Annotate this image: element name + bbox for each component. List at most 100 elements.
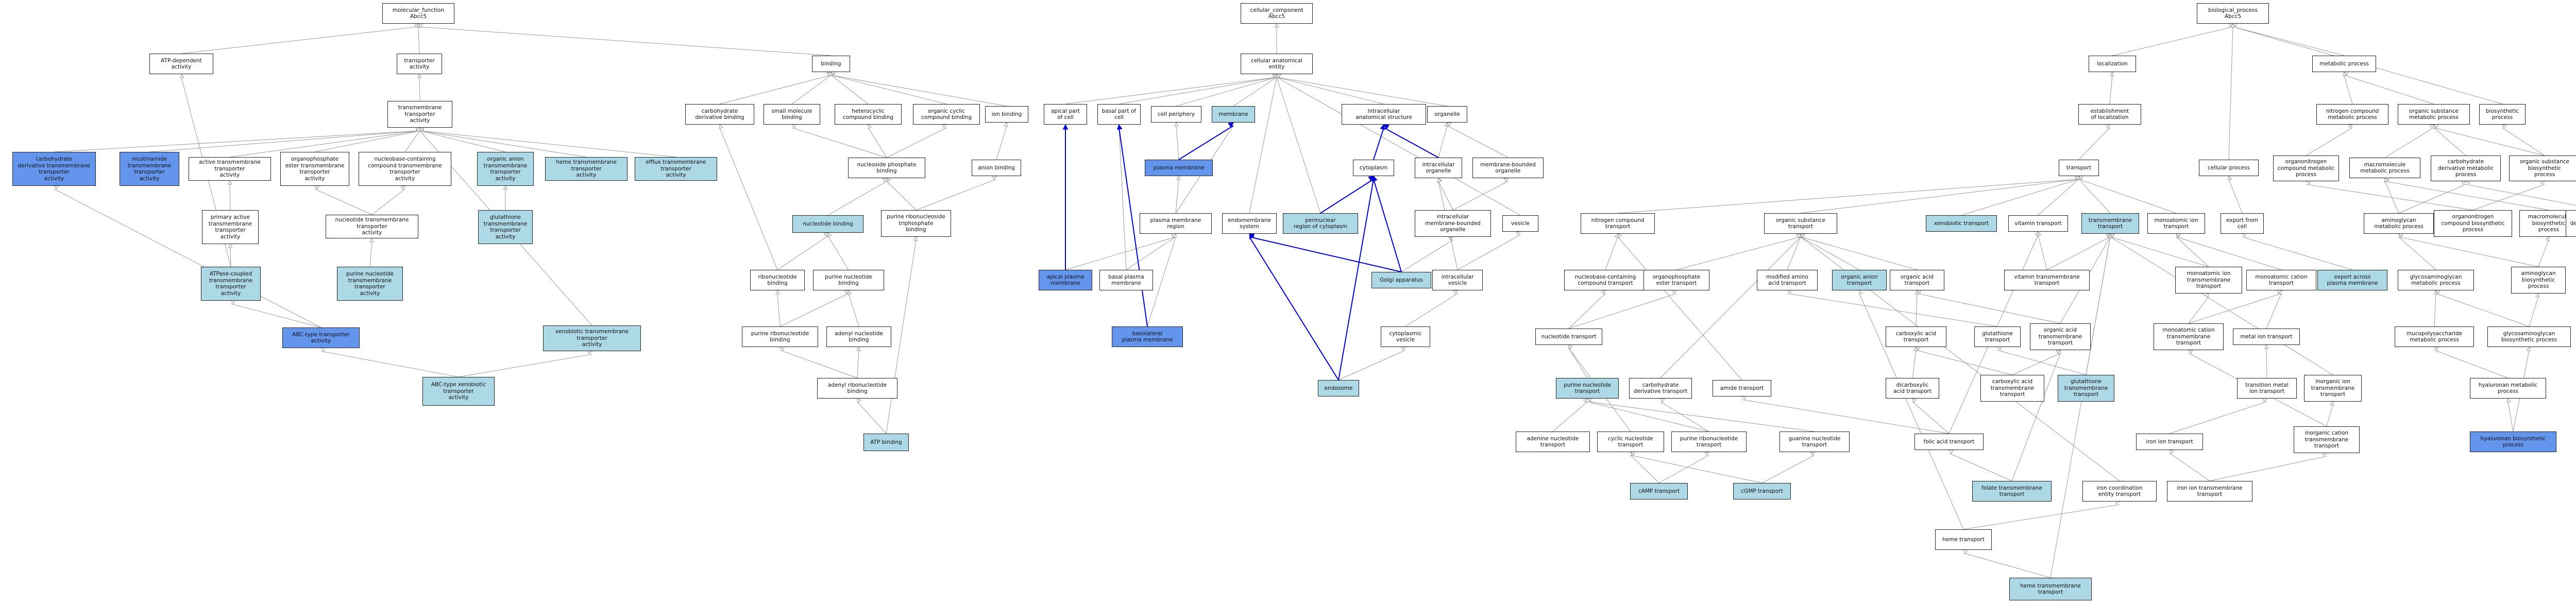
node-membrane-bounded-organelle[interactable]: membrane-bounded organelle [1472, 158, 1544, 178]
node-organonitrogen-compound-metabolic-process[interactable]: organonitrogen compound metabolic proces… [2273, 156, 2339, 181]
node-carboxylic-acid-transmembrane-transport[interactable]: carboxylic acid transmembrane transport [1980, 375, 2044, 402]
node-glutathione-transmembrane-transport[interactable]: glutathione transmembrane transport [2058, 375, 2114, 402]
node-transporter-activity[interactable]: transporter activity [397, 54, 442, 74]
node-establishment-of-localization[interactable]: establishment of localization [2078, 104, 2141, 125]
node-molecular-function-root[interactable]: molecular_function Abcc5 [382, 3, 454, 24]
node-xenobiotic-tm-transporter-activity[interactable]: xenobiotic transmembrane transporter act… [543, 325, 641, 351]
node-nitrogen-compound-metabolic-process[interactable]: nitrogen compound metabolic process [2316, 104, 2388, 125]
node-cyclic-nucleotide-transport[interactable]: cyclic nucleotide transport [1597, 432, 1664, 452]
node-cytoplasm[interactable]: cytoplasm [1353, 160, 1394, 176]
node-transmembrane-transport[interactable]: transmembrane transport [2081, 213, 2139, 234]
node-organic-acid-transport[interactable]: organic acid transport [1890, 270, 1944, 290]
node-nucleobase-containing-tm-transporter-activity[interactable]: nucleobase-containing compound transmemb… [359, 152, 451, 186]
node-cellular-process[interactable]: cellular process [2199, 160, 2259, 176]
node-cellular-anatomical-entity[interactable]: cellular anatomical entity [1241, 54, 1313, 74]
node-perinuclear-region-of-cytoplasm[interactable]: perinuclear region of cytoplasm [1283, 213, 1358, 234]
node-endomembrane-system[interactable]: endomembrane system [1222, 213, 1277, 234]
node-golgi-apparatus[interactable]: Golgi apparatus [1371, 272, 1431, 288]
node-plasma-membrane-region[interactable]: plasma membrane region [1140, 213, 1212, 234]
node-organophosphate-ester-tm-transporter-activity[interactable]: organophosphate ester transmembrane tran… [280, 152, 349, 186]
node-mucopolysaccharide-metabolic-process[interactable]: mucopolysaccharide metabolic process [2395, 326, 2474, 347]
node-membrane[interactable]: membrane [1212, 106, 1255, 123]
node-purine-nucleotide-transport[interactable]: purine nucleotide transport [1556, 378, 1619, 399]
node-purine-nucleotide-binding[interactable]: purine nucleotide binding [813, 270, 884, 290]
node-heme-tm-transporter-activity[interactable]: heme transmembrane transporter activity [545, 157, 628, 181]
node-organic-anion-tm-transporter-activity[interactable]: organic anion transmembrane transporter … [477, 152, 534, 186]
node-carbohydrate-derivative-biosynthetic-process[interactable]: carbohydrate derivative biosynthetic pro… [2566, 210, 2576, 237]
node-export-from-cell[interactable]: export from cell [2221, 213, 2264, 234]
node-organonitrogen-compound-biosynthetic-process[interactable]: organonitrogen compound biosynthetic pro… [2434, 210, 2512, 237]
node-purine-ribonucleoside-triphosphate-binding[interactable]: purine ribonucleoside triphosphate bindi… [881, 210, 951, 237]
node-active-tm-transporter-activity[interactable]: active transmembrane transporter activit… [189, 157, 271, 181]
node-metabolic-process[interactable]: metabolic process [2312, 56, 2376, 72]
node-heterocyclic-compound-binding[interactable]: heterocyclic compound binding [835, 104, 902, 125]
node-glutathione-tm-transporter-activity[interactable]: glutathione transmembrane transporter ac… [478, 210, 533, 244]
node-monoatomic-ion-transport[interactable]: monoatomic ion transport [2147, 213, 2205, 234]
node-organophosphate-ester-transport[interactable]: organophosphate ester transport [1643, 270, 1709, 290]
node-glycosaminoglycan-metabolic-process[interactable]: glycosaminoglycan metabolic process [2398, 270, 2474, 290]
node-intracellular-anatomical-structure[interactable]: intracellular anatomical structure [1342, 104, 1426, 125]
node-glutathione-transport[interactable]: glutathione transport [1974, 326, 2021, 347]
node-carbohydrate-derivative-tm-transporter-activity[interactable]: carbohydrate derivative transmembrane tr… [12, 152, 96, 186]
node-small-molecule-binding[interactable]: small molecule binding [764, 104, 820, 125]
node-heme-transport[interactable]: heme transport [1935, 529, 1992, 550]
node-iron-ion-transmembrane-transport[interactable]: iron ion transmembrane transport [2167, 481, 2252, 502]
node-basal-part-of-cell[interactable]: basal part of cell [1097, 104, 1141, 125]
node-vitamin-transport[interactable]: vitamin transport [2008, 215, 2068, 232]
node-inorganic-ion-transmembrane-transport[interactable]: inorganic ion transmembrane transport [2304, 375, 2362, 402]
node-monoatomic-cation-transport[interactable]: monoatomic cation transport [2246, 270, 2316, 290]
node-nucleotide-transport[interactable]: nucleotide transport [1535, 329, 1602, 345]
node-iron-ion-transport[interactable]: iron ion transport [2136, 434, 2203, 450]
node-hyaluronan-biosynthetic-process[interactable]: hyaluronan biosynthetic process [2470, 432, 2556, 452]
node-hyaluronan-metabolic-process[interactable]: hyaluronan metabolic process [2470, 378, 2546, 399]
node-primary-active-tm-transporter-activity[interactable]: primary active transmembrane transporter… [202, 210, 259, 244]
node-adenyl-nucleotide-binding[interactable]: adenyl nucleotide binding [826, 326, 891, 347]
node-monoatomic-cation-transmembrane-transport[interactable]: monoatomic cation transmembrane transpor… [2154, 323, 2224, 350]
node-inorganic-cation-transmembrane-transport[interactable]: inorganic cation transmembrane transport [2294, 426, 2360, 453]
node-binding[interactable]: binding [812, 56, 850, 72]
node-folate-transmembrane-transport[interactable]: folate transmembrane transport [1972, 481, 2052, 502]
node-transmembrane-transporter-activity[interactable]: transmembrane transporter activity [387, 101, 452, 128]
node-dicarboxylic-acid-transport[interactable]: dicarboxylic acid transport [1886, 378, 1939, 399]
node-organic-substance-biosynthetic-process[interactable]: organic substance biosynthetic process [2509, 156, 2576, 181]
node-purine-ribonucleotide-transport[interactable]: purine ribonucleotide transport [1671, 432, 1747, 452]
node-transition-metal-ion-transport[interactable]: transition metal ion transport [2237, 378, 2297, 399]
node-carbohydrate-derivative-metabolic-process[interactable]: carbohydrate derivative metabolic proces… [2431, 156, 2501, 181]
node-intracellular-vesicle[interactable]: intracellular vesicle [1432, 270, 1483, 290]
node-amide-transport[interactable]: amide transport [1713, 380, 1771, 396]
node-purine-nucleotide-tm-transporter-activity[interactable]: purine nucleotide transmembrane transpor… [337, 267, 403, 301]
node-glycosaminoglycan-biosynthetic-process[interactable]: glycosaminoglycan biosynthetic process [2487, 326, 2571, 347]
node-cell-periphery[interactable]: cell periphery [1151, 106, 1201, 123]
node-nucleotide-tm-transporter-activity[interactable]: nucleotide transmembrane transporter act… [326, 215, 418, 238]
node-macromolecule-metabolic-process[interactable]: macromolecule metabolic process [2349, 158, 2420, 178]
node-monoatomic-ion-transmembrane-transport[interactable]: monoatomic ion transmembrane transport [2175, 267, 2242, 294]
node-nucleobase-containing-compound-transport[interactable]: nucleobase-containing compound transport [1564, 270, 1647, 290]
node-atp-dependent-activity[interactable]: ATP-dependent activity [149, 54, 213, 74]
node-abc-type-transporter-activity[interactable]: ABC-type transporter activity [282, 327, 360, 348]
node-carbohydrate-derivative-binding[interactable]: carbohydrate derivative binding [685, 104, 754, 125]
node-atpase-coupled-tm-transporter-activity[interactable]: ATPase-coupled transmembrane transporter… [201, 267, 261, 301]
node-folic-acid-transport[interactable]: folic acid transport [1914, 434, 1984, 450]
node-intracellular-organelle[interactable]: intracellular organelle [1415, 158, 1462, 178]
node-biological-process-root[interactable]: biological_process Abcc5 [2197, 3, 2269, 24]
node-efflux-tm-transporter-activity[interactable]: efflux transmembrane transporter activit… [635, 157, 717, 181]
node-abc-type-xenobiotic-transporter-activity[interactable]: ABC-type xenobiotic transporter activity [422, 377, 495, 406]
node-apical-part-of-cell[interactable]: apical part of cell [1044, 104, 1087, 125]
node-basal-plasma-membrane[interactable]: basal plasma membrane [1099, 270, 1153, 290]
node-cellular-component-root[interactable]: cellular_component Abcc5 [1241, 3, 1313, 24]
node-biosynthetic-process[interactable]: biosynthetic process [2479, 104, 2526, 125]
node-cytoplasmic-vesicle[interactable]: cytoplasmic vesicle [1381, 326, 1430, 347]
node-nucleotide-binding[interactable]: nucleotide binding [792, 215, 863, 233]
node-organic-cyclic-compound-binding[interactable]: organic cyclic compound binding [913, 104, 980, 125]
node-modified-amino-acid-transport[interactable]: modified amino acid transport [1757, 270, 1818, 290]
node-intracellular-membrane-bounded-organelle[interactable]: intracellular membrane-bounded organelle [1415, 210, 1491, 237]
node-carbohydrate-derivative-transport[interactable]: carbohydrate derivative transport [1629, 378, 1692, 399]
node-ribonucleotide-binding[interactable]: ribonucleotide binding [750, 270, 805, 290]
node-carboxylic-acid-transport[interactable]: carboxylic acid transport [1886, 326, 1946, 347]
node-purine-ribonucleotide-binding[interactable]: purine ribonucleotide binding [742, 326, 818, 347]
node-guanine-nucleotide-transport[interactable]: guanine nucleotide transport [1780, 432, 1850, 452]
node-apical-plasma-membrane[interactable]: apical plasma membrane [1039, 270, 1092, 290]
node-organic-acid-transmembrane-transport[interactable]: organic acid transmembrane transport [2030, 323, 2091, 350]
node-adenine-nucleotide-transport[interactable]: adenine nucleotide transport [1516, 432, 1590, 452]
node-transport[interactable]: transport [2059, 160, 2099, 176]
